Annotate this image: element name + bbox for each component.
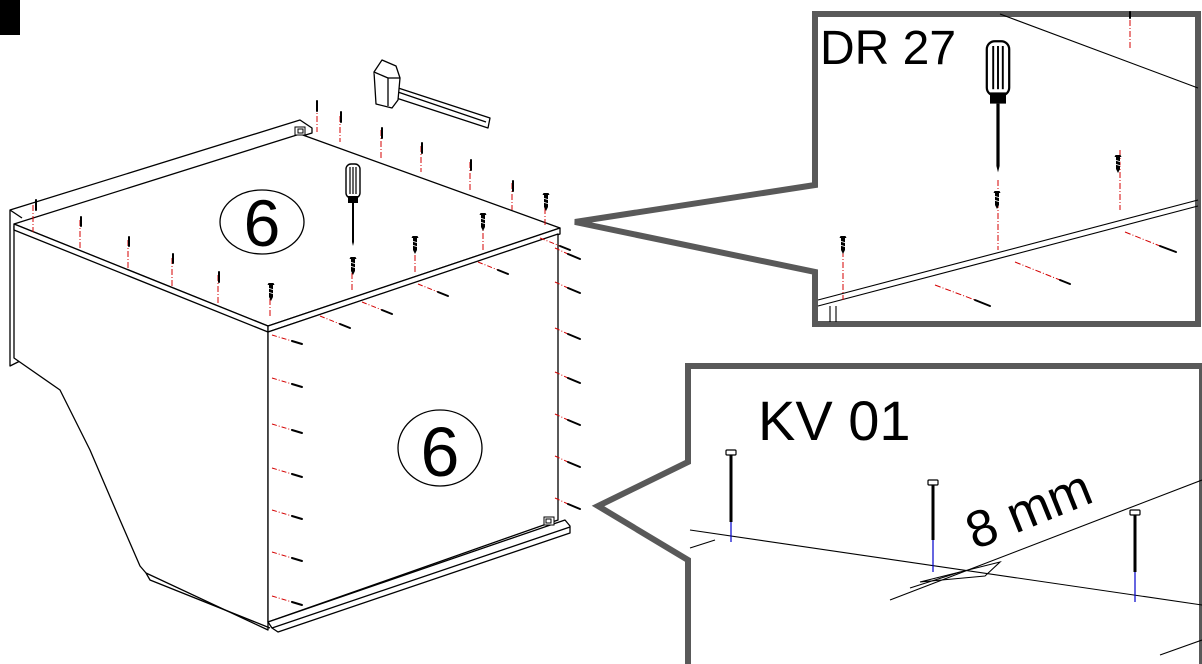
hammer-icon [373,59,491,129]
callout-nail: KV 01 8 mm [591,363,1202,664]
nail-icon [725,449,737,522]
cabinet-drawing [9,119,571,633]
nail-icon [927,479,939,540]
front-edge-pins [271,237,581,606]
nail-icon [1129,509,1141,572]
step-badge-front: 6 [397,409,483,491]
step-number-front: 6 [421,413,460,491]
front-panel [267,233,559,623]
step-badge-top: 6 [219,186,305,260]
corner-marker [0,0,20,35]
callout-nail-code: KV 01 [758,389,911,452]
screw-icon [542,192,550,212]
callout-screw-code: DR 27 [820,22,956,75]
step-number-top: 6 [244,186,281,260]
top-pins [35,100,514,283]
callout-nail-border [591,363,1202,664]
callout-screw: DR 27 [574,11,1201,327]
corner-brackets [294,126,555,526]
